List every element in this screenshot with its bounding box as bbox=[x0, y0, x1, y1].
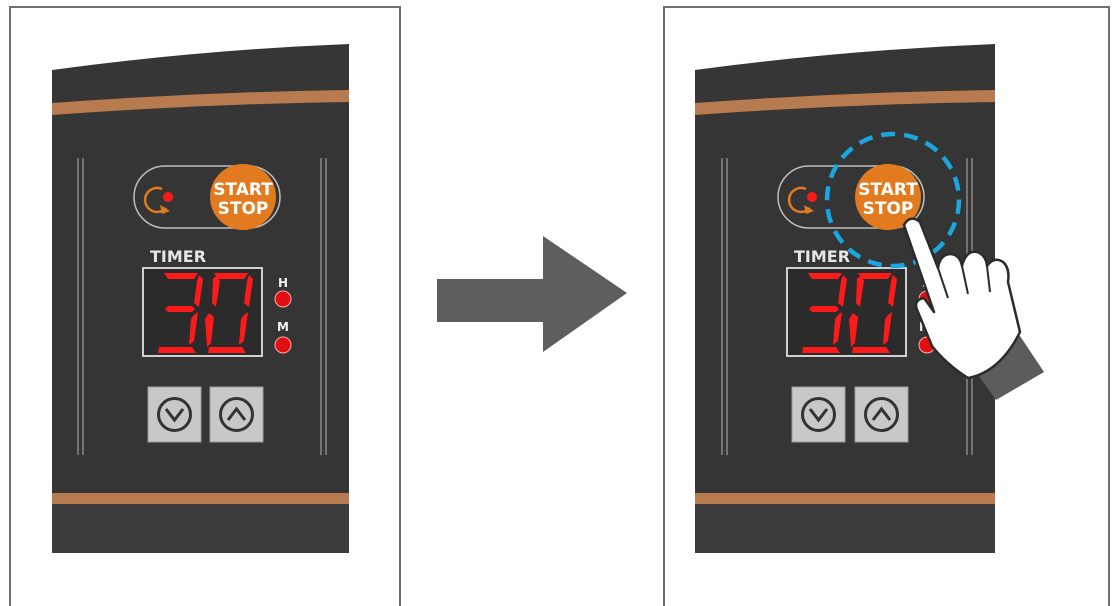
down-button[interactable] bbox=[791, 386, 846, 443]
chevron-up-icon bbox=[226, 406, 247, 421]
minutes-led bbox=[274, 336, 292, 354]
hours-indicator-label: H bbox=[278, 276, 288, 290]
timer-label: TIMER bbox=[150, 247, 206, 266]
rotate-icon[interactable] bbox=[787, 186, 817, 214]
up-button[interactable] bbox=[854, 386, 909, 443]
diagram-canvas: START STOP TIMER H M bbox=[52, 44, 1044, 553]
control-pill bbox=[133, 165, 281, 229]
start-label: START bbox=[858, 180, 918, 200]
start-label: START bbox=[213, 180, 273, 200]
hours-led bbox=[274, 290, 292, 308]
arrow-right-icon bbox=[437, 236, 627, 352]
hand-press-icon bbox=[902, 217, 1044, 400]
up-button[interactable] bbox=[209, 386, 264, 443]
stop-label: STOP bbox=[863, 199, 914, 219]
control-pill bbox=[777, 165, 925, 229]
copper-trim-bottom bbox=[52, 493, 349, 504]
minutes-indicator-label: M bbox=[277, 320, 289, 334]
panel-after: START STOP TIMER H M bbox=[695, 44, 1044, 553]
copper-trim-top bbox=[695, 90, 995, 115]
start-stop-button[interactable]: START STOP bbox=[210, 164, 276, 230]
rotate-icon[interactable] bbox=[143, 186, 173, 214]
down-button[interactable] bbox=[147, 386, 202, 443]
copper-trim-bottom bbox=[695, 493, 995, 504]
chevron-down-icon bbox=[808, 408, 829, 423]
timer-label: TIMER bbox=[794, 247, 850, 266]
chevron-up-icon bbox=[871, 406, 892, 421]
press-highlight-ring bbox=[824, 131, 962, 269]
panel-before: START STOP TIMER H M bbox=[52, 44, 349, 553]
stop-label: STOP bbox=[218, 199, 269, 219]
copper-trim-top bbox=[52, 90, 349, 115]
start-stop-button[interactable]: START STOP bbox=[855, 164, 921, 230]
diagram: START STOP TIMER H M bbox=[9, 6, 1110, 606]
chevron-down-icon bbox=[164, 408, 185, 423]
